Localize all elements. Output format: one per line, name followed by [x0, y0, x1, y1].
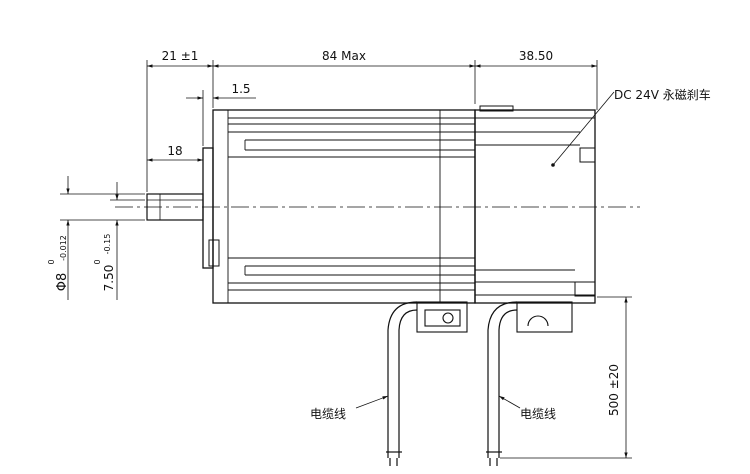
cable-label-left-group: 电缆线	[310, 395, 389, 421]
dim-cable-length: 500 ±20	[607, 364, 621, 416]
dim-flat-height-tol-upper: 0	[93, 259, 102, 264]
cable-label-right-group: 电缆线	[498, 395, 556, 421]
dim-flat-height: 7.50	[102, 265, 116, 292]
brake-label: DC 24V 永磁刹车	[614, 87, 711, 102]
dim-body-length: 84 Max	[322, 49, 366, 63]
brake-label-group: DC 24V 永磁刹车	[551, 87, 711, 167]
extension-lines	[60, 60, 632, 459]
cable-label-left: 电缆线	[310, 407, 346, 421]
dim-key-length: 18	[167, 144, 182, 158]
dim-flat-height-tol-lower: -0.15	[103, 234, 112, 255]
dim-shaft-length: 21 ±1	[162, 49, 199, 63]
connector-right	[516, 301, 573, 333]
dim-brake-length: 38.50	[519, 49, 553, 63]
dim-shaft-diameter-tol-upper: 0	[47, 259, 56, 264]
cable-right	[486, 301, 518, 466]
cable-label-right: 电缆线	[520, 407, 556, 421]
body-details	[227, 110, 595, 303]
connector-left	[416, 301, 468, 333]
cable-left	[386, 301, 418, 466]
motor-outline	[202, 105, 596, 304]
dim-flange-thickness: 1.5	[231, 82, 250, 96]
dim-shaft-diameter-tol-lower: -0.012	[59, 235, 68, 261]
dim-shaft-diameter: Φ8	[55, 273, 70, 292]
